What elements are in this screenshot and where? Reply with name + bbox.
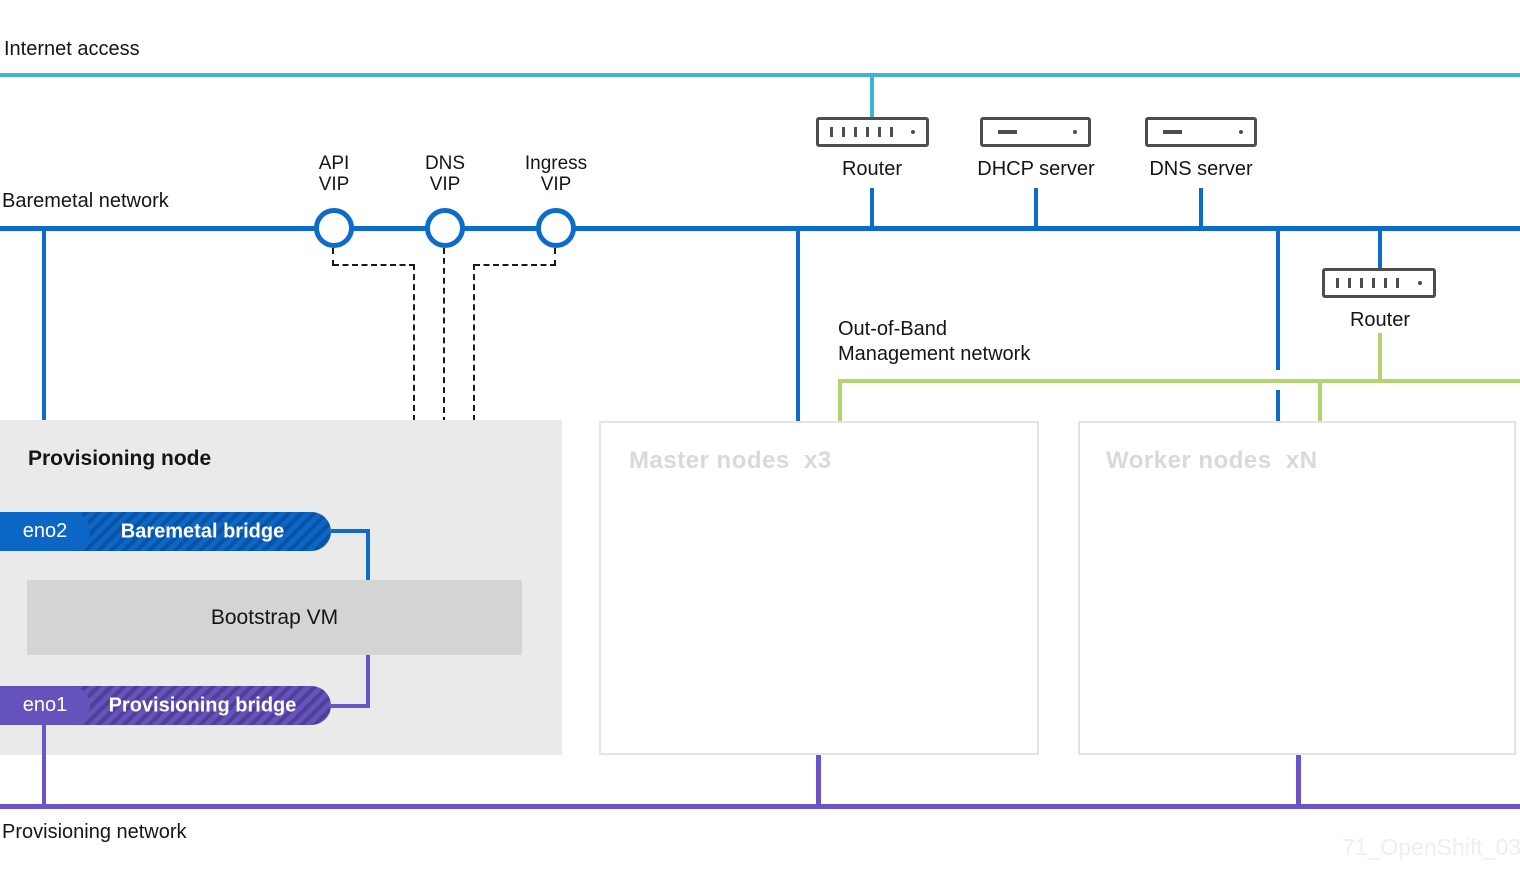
worker-to-provisioning-link bbox=[1296, 755, 1301, 805]
eno2-to-bootstrap-link bbox=[366, 529, 370, 581]
server-slot-glyph bbox=[1163, 130, 1182, 134]
dns-server-icon bbox=[1145, 117, 1257, 147]
provisioning-bridge-label: Provisioning bridge bbox=[108, 694, 297, 716]
oob-network-label: Out-of-Band Management network bbox=[838, 318, 1031, 365]
ingress-vip-dashed-elbow bbox=[474, 264, 556, 266]
server-led-dot bbox=[1239, 130, 1243, 134]
bootstrap-to-eno1-elbow bbox=[331, 704, 370, 708]
oob-to-master-link bbox=[838, 379, 842, 421]
dns-vip-dashed-line bbox=[443, 248, 445, 562]
router-to-oob-link bbox=[1378, 333, 1382, 379]
worker-nodes-box bbox=[1078, 421, 1516, 755]
bootstrap-vm-label: Bootstrap VM bbox=[210, 605, 339, 629]
server-slot-glyph bbox=[998, 130, 1017, 134]
dns-server-label: DNS server bbox=[1149, 158, 1253, 180]
eno1-to-provisioning-link bbox=[42, 725, 46, 806]
router-led-dot bbox=[911, 130, 915, 134]
dhcp-to-baremetal-link bbox=[1034, 188, 1038, 228]
provisioning-network-label: Provisioning network bbox=[2, 821, 187, 843]
router-to-baremetal-link bbox=[870, 188, 874, 228]
baremetal-to-eno2-link bbox=[42, 231, 46, 512]
master-nodes-box bbox=[599, 421, 1039, 755]
router-icon bbox=[1322, 268, 1436, 298]
bootstrap-to-eno1-link bbox=[366, 655, 370, 708]
router-icon bbox=[816, 117, 929, 147]
baremetal-to-worker-link-upper bbox=[1276, 231, 1280, 370]
router-ports-glyph bbox=[1336, 278, 1408, 288]
eno2-interface-badge: eno2 bbox=[0, 512, 90, 551]
top-router-label: Router bbox=[841, 158, 903, 180]
ingress-vip-node bbox=[536, 208, 576, 248]
baremetal-to-right-router-link bbox=[1378, 231, 1382, 268]
dhcp-server-label: DHCP server bbox=[977, 158, 1095, 180]
oob-network-line bbox=[840, 379, 1520, 383]
ingress-vip-dashed-line bbox=[473, 264, 475, 562]
provisioning-node-title: Provisioning node bbox=[28, 447, 212, 470]
provisioning-bridge-pill: eno1 Provisioning bridge bbox=[0, 686, 331, 725]
dhcp-server-icon bbox=[980, 117, 1091, 147]
baremetal-network-label: Baremetal network bbox=[2, 190, 169, 212]
baremetal-to-worker-link-lower bbox=[1276, 390, 1280, 421]
ingress-vip-dashed-drop bbox=[554, 248, 556, 266]
eno2-to-bootstrap-elbow bbox=[331, 529, 370, 533]
server-led-dot bbox=[1073, 130, 1077, 134]
figure-id-watermark: 71_OpenShift_0320 bbox=[1342, 834, 1520, 860]
api-vip-node bbox=[314, 208, 354, 248]
baremetal-bridge-pill: eno2 Baremetal bridge bbox=[0, 512, 331, 551]
router-ports-glyph bbox=[830, 127, 902, 137]
bootstrap-vm-box: Bootstrap VM bbox=[27, 580, 522, 655]
dns-to-baremetal-link bbox=[1199, 188, 1203, 228]
internet-to-router-link bbox=[870, 77, 874, 117]
dns-vip-node bbox=[425, 208, 465, 248]
internet-access-label: Internet access bbox=[4, 38, 140, 60]
api-vip-dashed-line bbox=[413, 264, 415, 562]
router-led-dot bbox=[1418, 281, 1422, 285]
provisioning-network-line bbox=[0, 804, 1520, 809]
api-vip-dashed-elbow bbox=[333, 264, 415, 266]
master-nodes-title: Master nodes x3 bbox=[629, 447, 832, 474]
master-to-provisioning-link bbox=[816, 755, 821, 805]
oob-to-worker-link bbox=[1318, 383, 1322, 421]
worker-nodes-title: Worker nodes xN bbox=[1106, 447, 1318, 474]
baremetal-network-line bbox=[0, 226, 1520, 231]
eno1-interface-badge: eno1 bbox=[0, 686, 90, 725]
internet-access-line bbox=[0, 73, 1520, 77]
right-router-label: Router bbox=[1349, 309, 1411, 331]
baremetal-to-master-link bbox=[796, 231, 800, 421]
baremetal-bridge-label: Baremetal bridge bbox=[120, 520, 285, 542]
api-vip-dashed-drop bbox=[332, 248, 334, 266]
